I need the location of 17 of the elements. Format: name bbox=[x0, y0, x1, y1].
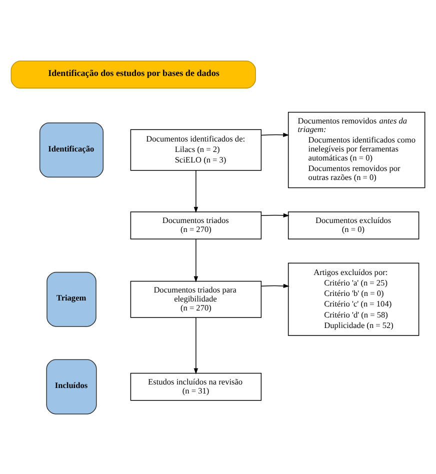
arrow bbox=[260, 283, 290, 288]
node-box: Triagem bbox=[46, 271, 96, 326]
node-box: Identificação bbox=[39, 122, 104, 178]
node-box: Artigos excluídos por: Critério 'a' (n = 25) Critério 'b' (n = 0) Critério 'c' (n = 104) Critério 'd' (n = 58) Duplicidade (n = 52) bbox=[288, 262, 420, 336]
node-box: Documentos triados para elegibilidade (n = 270) bbox=[130, 280, 262, 318]
arrow bbox=[260, 132, 290, 136]
node-box: Identificação dos estudos por bases de dados bbox=[10, 60, 256, 88]
node-box: Documentos triados (n = 270) bbox=[130, 210, 262, 239]
node-box: Documentos identificados de: Lilacs (n = 2) SciELO (n = 3) bbox=[130, 128, 262, 170]
node-box: Incluídos bbox=[46, 358, 97, 414]
node-box: Documentos excluídos (n = 0) bbox=[288, 210, 420, 239]
arrow bbox=[260, 212, 290, 217]
arrow bbox=[194, 316, 198, 374]
arrow bbox=[194, 238, 198, 282]
node-box: Documentos removidos antes da triagem: Documentos identificados como inelegíveis por ferramentas automáticas (n = 0) Documentos removidos por outras razões (n = 0) bbox=[288, 111, 426, 188]
node-box: Estudos incluídos na revisão (n = 31) bbox=[130, 372, 262, 400]
arrow bbox=[194, 170, 198, 212]
